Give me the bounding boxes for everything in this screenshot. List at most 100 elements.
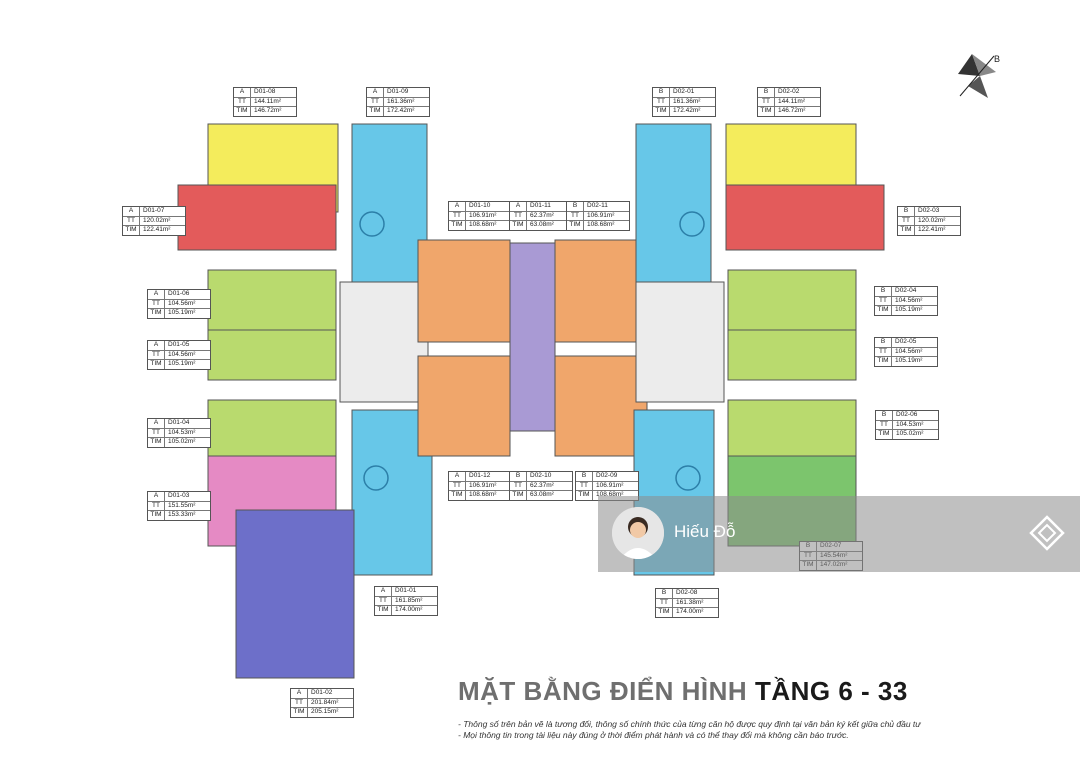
unit-code: D01-10: [469, 202, 491, 209]
house-logo-icon: [1029, 515, 1065, 551]
unit-block-d02-03[interactable]: [725, 184, 885, 251]
tt-label: TT: [375, 596, 392, 605]
tim-area: 108.68m²: [596, 491, 624, 498]
tim-label: TIM: [123, 226, 140, 235]
tt-area: 201.84m²: [311, 698, 339, 706]
tim-area: 108.68m²: [469, 221, 497, 228]
unit-type: A: [234, 88, 251, 97]
compass-letter: B: [994, 54, 1000, 64]
tt-area: 144.11m²: [254, 97, 281, 105]
tt-label: TT: [123, 216, 140, 225]
tt-area: 104.56m²: [168, 350, 196, 358]
tt-label: TT: [576, 481, 593, 490]
unit-type: A: [148, 290, 165, 299]
tt-area: 106.91m²: [469, 211, 497, 219]
unit-block-d01-02[interactable]: [235, 509, 355, 679]
tim-label: TIM: [510, 491, 527, 500]
tt-area: 104.53m²: [896, 420, 924, 428]
tt-area: 144.11m²: [778, 97, 805, 105]
tt-area: 120.02m²: [143, 216, 171, 224]
tim-label: TIM: [875, 306, 892, 315]
tim-label: TIM: [898, 226, 915, 235]
tt-label: TT: [148, 299, 165, 308]
unit-block-d01-06[interactable]: [207, 269, 337, 331]
tim-label: TIM: [291, 708, 308, 717]
tt-label: TT: [148, 428, 165, 437]
tt-area: 104.56m²: [895, 347, 923, 355]
tim-label: TIM: [148, 511, 165, 520]
tim-label: TIM: [449, 221, 466, 230]
unit-block-d01-05[interactable]: [207, 329, 337, 381]
tim-label: TIM: [234, 107, 251, 116]
tim-label: TIM: [653, 107, 670, 116]
unit-code: D02-09: [596, 472, 618, 479]
unit-code: D01-09: [387, 88, 409, 95]
tim-label: TIM: [148, 309, 165, 318]
unit-block-d02-09[interactable]: [554, 355, 648, 457]
table-motif: [675, 465, 701, 491]
tt-area: 62.37m²: [530, 211, 554, 219]
tt-area: 106.91m²: [587, 211, 615, 219]
tim-area: 153.33m²: [168, 511, 196, 518]
tim-area: 122.41m²: [918, 226, 946, 233]
tim-area: 205.15m²: [311, 708, 339, 715]
tt-label: TT: [367, 97, 384, 106]
unit-block-d01-11[interactable]: [509, 242, 556, 432]
tt-label: TT: [291, 698, 308, 707]
unit-type: B: [875, 338, 892, 347]
tim-label: TIM: [510, 221, 527, 230]
author-name: Hiếu Đỗ: [674, 522, 736, 541]
unit-block-d02-11[interactable]: [554, 239, 648, 343]
core-block-right: [635, 281, 725, 403]
unit-block-d02-05[interactable]: [727, 329, 857, 381]
unit-type: B: [653, 88, 670, 97]
tt-label: TT: [510, 481, 527, 490]
unit-code: D02-04: [895, 287, 917, 294]
tim-area: 146.72m²: [254, 107, 282, 114]
unit-block-d01-04[interactable]: [207, 399, 337, 457]
table-motif: [363, 465, 389, 491]
tim-area: 108.68m²: [587, 221, 615, 228]
watermark-banner: [598, 496, 1080, 572]
unit-code: D01-01: [395, 587, 417, 594]
unit-block-d01-12[interactable]: [417, 355, 511, 457]
unit-block-d01-07[interactable]: [177, 184, 337, 251]
unit-code: D01-02: [311, 689, 333, 696]
unit-block-d02-06[interactable]: [727, 399, 857, 457]
tt-label: TT: [148, 350, 165, 359]
unit-type: B: [510, 472, 527, 481]
unit-block-d02-04[interactable]: [727, 269, 857, 331]
tt-label: TT: [875, 296, 892, 305]
tt-area: 161.38m²: [676, 598, 704, 606]
tt-label: TT: [567, 211, 584, 220]
tt-label: TT: [148, 501, 165, 510]
unit-block-d01-10[interactable]: [417, 239, 511, 343]
tim-area: 105.19m²: [168, 360, 196, 367]
tim-area: 105.19m²: [895, 306, 923, 313]
